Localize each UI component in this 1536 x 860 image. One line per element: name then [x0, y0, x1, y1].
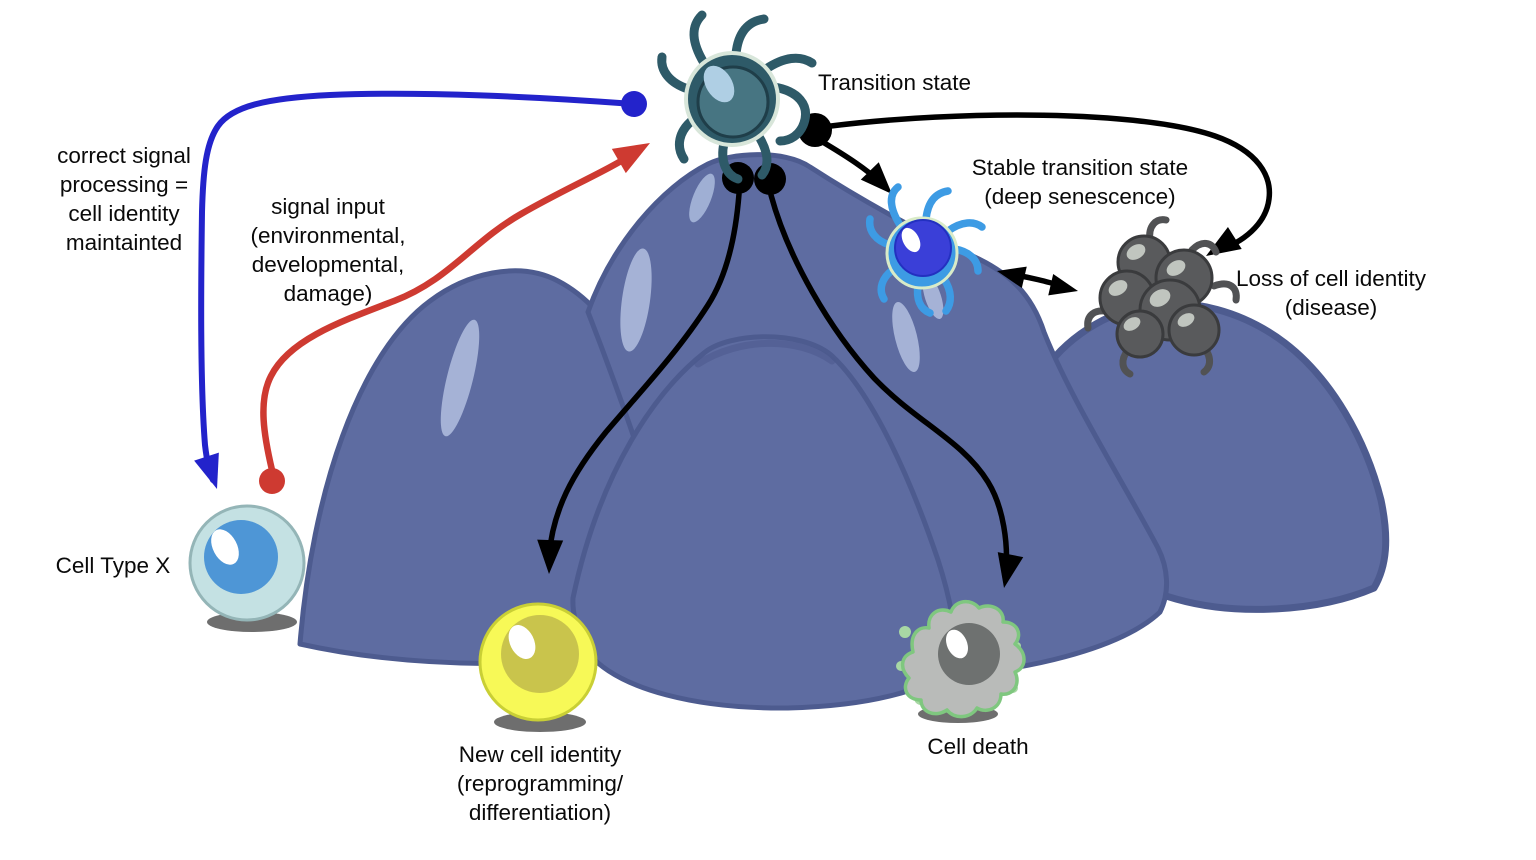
disease-cell-highlight — [1126, 244, 1146, 260]
mountain-foreground-ridge-shadow — [694, 339, 836, 368]
stable-cell-spike — [940, 275, 954, 315]
blue-arrow-origin-dot — [621, 91, 647, 117]
arrow-to-new-identity-shaft — [546, 191, 742, 559]
transition-cell-spike — [761, 53, 817, 74]
transition-cell-highlight — [703, 65, 735, 103]
disease-cell-highlight — [1108, 280, 1128, 296]
mountain-foreground — [570, 334, 959, 711]
stable-cell-highlight — [901, 227, 921, 253]
cell-death-highlight — [946, 629, 968, 659]
correct-signal-label: correct signal processing = cell identit… — [57, 143, 191, 255]
transition-state-cell — [657, 10, 817, 184]
transition-cell-spike — [657, 52, 693, 94]
cell-type-x-cell — [188, 504, 306, 622]
double-arrow-head-left — [997, 266, 1027, 289]
disease-tentacle — [1210, 280, 1240, 304]
disease-cell-highlight — [1177, 313, 1195, 327]
disease-tentacle — [1188, 240, 1220, 256]
stable-cell-spike — [887, 183, 904, 229]
stable-transition-cell — [865, 183, 986, 317]
transition-cell-spike — [689, 10, 709, 68]
cell-death-cell — [896, 599, 1026, 719]
disease-cell-highlight — [1166, 260, 1186, 276]
red-arrow-signal-input — [259, 143, 650, 494]
cell-death-label: Cell death — [927, 734, 1029, 759]
new-identity-highlight — [508, 624, 536, 660]
transition-cell-spike — [769, 82, 810, 146]
arrow-to-new-identity-head — [537, 539, 564, 574]
transition-cell-spike — [753, 130, 772, 180]
disease-cell-highlight — [1123, 317, 1141, 331]
loss-identity-label: Loss of cell identity (disease) — [1235, 266, 1427, 320]
blue-arrowhead — [194, 452, 219, 489]
new-identity-label: New cell identity (reprogramming/ differ… — [456, 742, 624, 825]
blue-arrow-correct-processing — [194, 90, 647, 489]
disease-cell — [1167, 303, 1221, 357]
transition-cell-spike — [731, 14, 769, 59]
mountain-left-highlight — [440, 319, 480, 437]
double-arrow-head-right — [1048, 273, 1078, 296]
red-arrowhead — [611, 143, 650, 174]
arrow-to-cell-death-shaft — [768, 192, 1010, 573]
red-arrow-origin-dot — [259, 468, 285, 494]
mountain-central-highlight-large — [620, 248, 652, 352]
cell-death-bubble — [899, 626, 911, 638]
cell-death-nucleus — [938, 623, 1000, 685]
transition-state-label: Transition state — [818, 70, 971, 95]
stable-cell-nucleus — [894, 219, 952, 277]
red-arrow-shaft — [260, 148, 640, 474]
mountain-central-highlight-small — [689, 173, 715, 223]
mountain-foreground-shape — [570, 334, 959, 711]
disease-cell — [1115, 309, 1165, 359]
cell-type-x-label: Cell Type X — [55, 553, 171, 578]
cell-type-x-highlight — [211, 529, 239, 565]
disease-cell-cluster — [1084, 216, 1240, 378]
stable-cell-spike — [922, 187, 952, 223]
blue-arrow-shaft — [198, 90, 637, 483]
arrow-to-stable-head — [860, 162, 892, 194]
new-identity-cell — [478, 602, 598, 722]
arrow-to-cell-death-head — [997, 552, 1024, 588]
arrow-to-disease-shaft — [828, 112, 1273, 254]
slope-drip-highlight-1 — [892, 301, 920, 373]
stable-transition-label: Stable transition state (deep senescence… — [971, 155, 1189, 209]
transition-cell-spike — [718, 138, 743, 184]
disease-cell-highlight — [1149, 289, 1171, 307]
signal-input-label: signal input (environmental, development… — [250, 194, 406, 306]
stable-cell-spike — [944, 219, 986, 235]
